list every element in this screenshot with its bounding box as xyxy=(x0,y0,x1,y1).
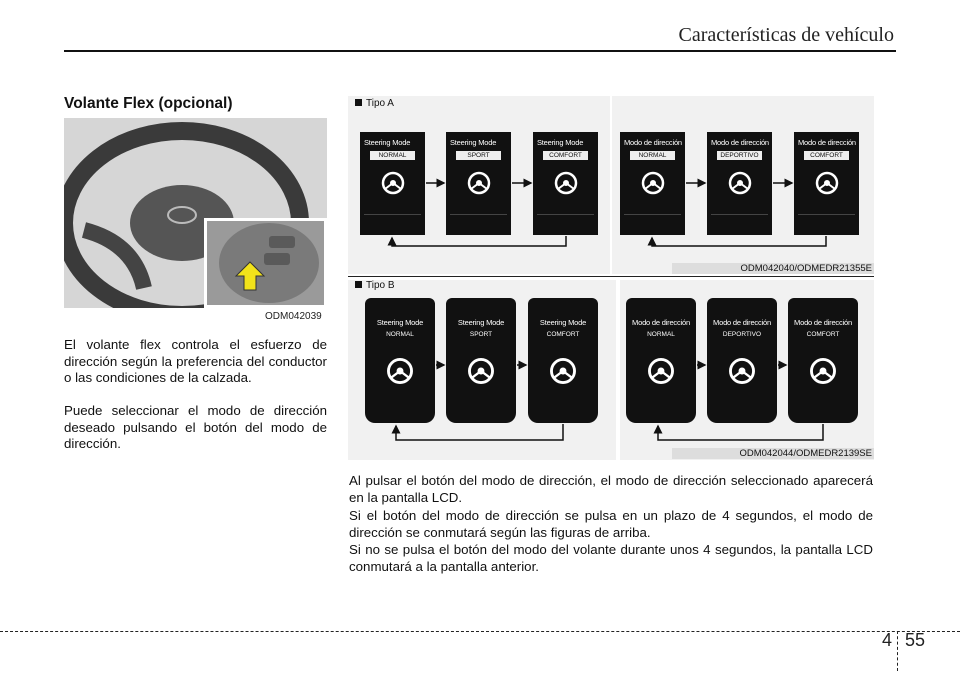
type-b-label: Tipo B xyxy=(355,280,395,291)
right-paragraph-1: Al pulsar el botón del modo de dirección… xyxy=(349,473,873,505)
left-paragraph-2: Puede seleccionar el modo de dirección d… xyxy=(64,403,327,451)
steering-icon xyxy=(729,358,755,384)
steering-icon xyxy=(810,358,836,384)
steering-icon xyxy=(387,358,413,384)
section-title: Volante Flex (opcional) xyxy=(64,95,233,112)
steering-icon xyxy=(815,171,838,195)
code-b: ODM042044/ODMEDR2139SE xyxy=(672,448,874,459)
page-number: 55 xyxy=(905,630,926,650)
steering-icon xyxy=(641,171,664,195)
page-separator xyxy=(897,631,898,671)
steering-icon xyxy=(550,358,576,384)
chapter-number: 4 xyxy=(882,630,893,650)
steering-icon xyxy=(728,171,751,195)
header-title: Características de vehículo xyxy=(678,24,894,46)
steering-icon xyxy=(381,171,404,195)
right-paragraph-2: Si el botón del modo de dirección se pul… xyxy=(349,508,873,540)
steering-icon xyxy=(468,358,494,384)
header-rule xyxy=(64,50,896,52)
type-a-arrows xyxy=(387,178,827,247)
steering-wheel-photo xyxy=(64,118,327,308)
steering-icon xyxy=(467,171,490,195)
right-paragraph-3: Si no se pulsa el botón del modo del vol… xyxy=(349,542,873,574)
type-b-arrows xyxy=(391,360,824,441)
steering-icon xyxy=(554,171,577,195)
panel-divider xyxy=(348,276,874,277)
steering-icon xyxy=(648,358,674,384)
photo-caption: ODM042039 xyxy=(265,311,322,322)
steering-wheel-illustration xyxy=(64,118,327,308)
left-paragraph-1: El volante flex controla el esfuerzo de … xyxy=(64,337,327,385)
footer-rule xyxy=(0,631,960,632)
type-a-label: Tipo A xyxy=(355,98,394,109)
code-a: ODM042040/ODMEDR21355E xyxy=(672,263,874,274)
